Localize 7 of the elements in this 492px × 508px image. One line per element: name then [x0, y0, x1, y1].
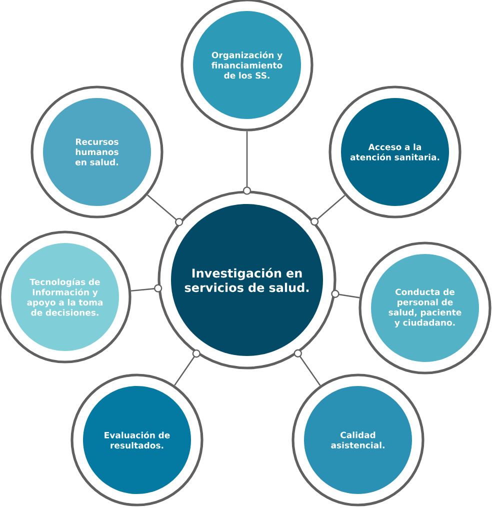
connector-line	[147, 194, 184, 226]
connector-line	[174, 349, 201, 386]
connector-line	[310, 194, 346, 226]
connector-line	[130, 284, 162, 292]
connector-line	[294, 349, 321, 386]
connector-line	[331, 290, 360, 298]
connector-line	[242, 131, 252, 195]
